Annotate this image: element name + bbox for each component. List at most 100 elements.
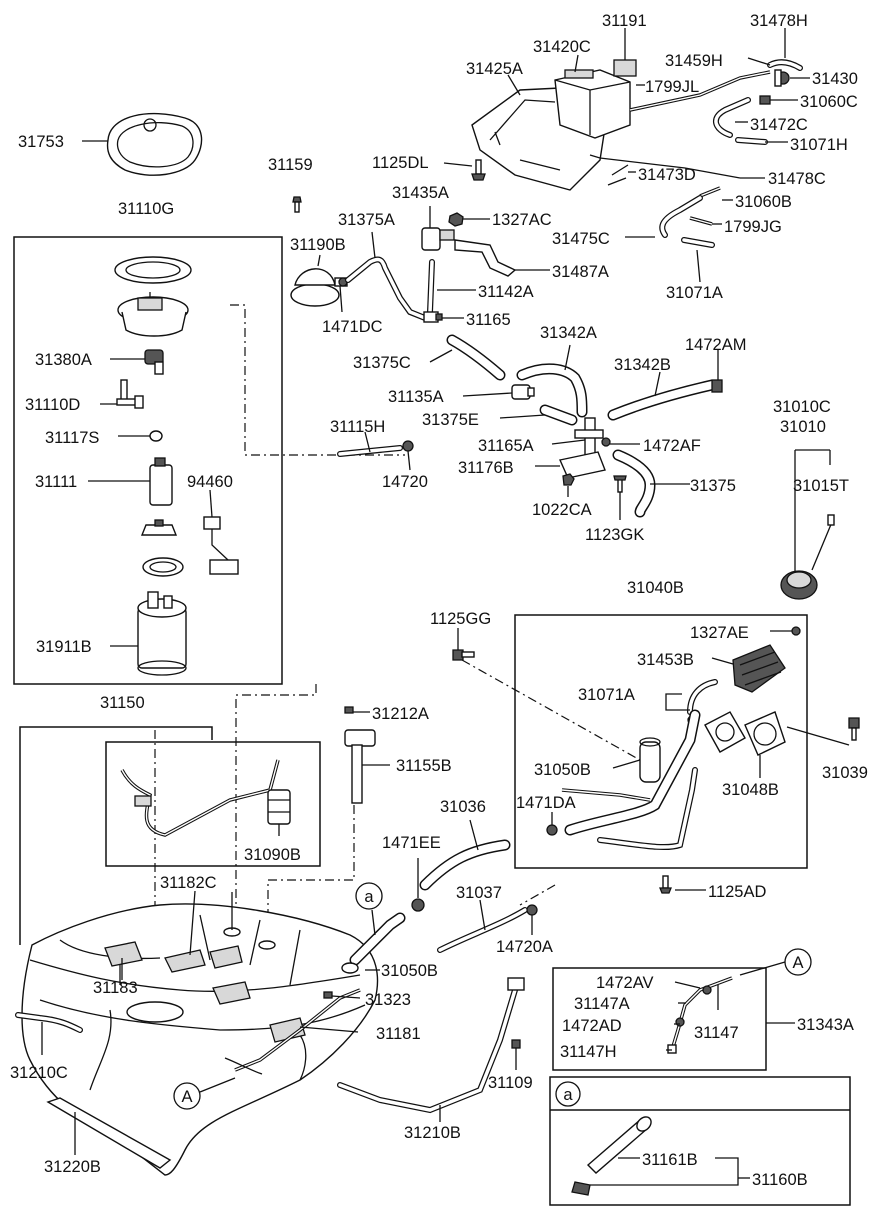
pump-box-to-tank-dashed-line (235, 684, 317, 925)
hose-31142A (427, 259, 476, 315)
part-label: 31147A (574, 995, 630, 1013)
leader-31182C (189, 890, 196, 956)
line-clip (134, 795, 152, 807)
part-label: 31040B (627, 579, 684, 597)
bracket-31176B (535, 451, 606, 479)
filter-31135A (462, 384, 535, 400)
part-label: 31147H (560, 1043, 617, 1061)
part-label: 31191 (602, 12, 647, 30)
part-label: 31459H (665, 52, 723, 70)
filler-hose-group (341, 819, 538, 974)
part-label: 31453B (637, 651, 694, 669)
filler-cap-31050B (612, 737, 661, 783)
fuel-filter-31911B (110, 591, 187, 676)
bolt-to-filler-dashed-line (461, 659, 641, 761)
hose-31342A (516, 344, 588, 418)
part-label: 31420C (533, 38, 591, 56)
ref-marker-A-tank: A (173, 1077, 236, 1110)
fitting-31060C (759, 95, 798, 105)
charcoal-canister (554, 69, 631, 139)
part-label: 31048B (722, 781, 779, 799)
nut-1022CA (562, 473, 575, 497)
leader-31181 (299, 1026, 359, 1033)
hose-31071A-mid (665, 679, 718, 725)
pump-lock-ring (114, 256, 192, 284)
fuel-level-sender (203, 489, 239, 575)
part-label: 31110D (25, 396, 80, 414)
filler-neck-group (452, 626, 860, 894)
part-label: 1125DL (372, 154, 429, 172)
ref-marker-a-box: a (555, 1081, 581, 1107)
tank-strap-31210C (15, 1012, 83, 1055)
part-label: 31343A (797, 1016, 854, 1034)
part-label: 31160B (752, 1171, 808, 1189)
canister-filter-31191 (613, 28, 637, 77)
part-label: 31010C (773, 398, 831, 416)
svg-text:a: a (563, 1086, 573, 1104)
sender-31155B (344, 729, 390, 804)
part-label: 31142A (478, 283, 534, 301)
part-label: 31212A (372, 705, 429, 723)
part-label: 31375A (338, 211, 395, 229)
connector-31165 (423, 311, 464, 323)
fuel-line-subassembly-box (105, 741, 321, 867)
part-label: 31071H (790, 136, 848, 154)
bolt-1125AD (659, 875, 706, 894)
hose-31115H (337, 431, 403, 457)
hose-31472C (713, 97, 751, 138)
clamp-1472AD (675, 1017, 685, 1027)
part-label: 31050B (534, 761, 591, 779)
part-label: 31109 (488, 1074, 533, 1092)
clip-31323 (323, 991, 361, 999)
part-label: 31071A (666, 284, 723, 302)
part-label: 31342B (614, 356, 671, 374)
detail-a-box (549, 1076, 851, 1206)
part-label: 31161B (642, 1151, 698, 1169)
clamp-1472AF (601, 437, 640, 447)
part-label: 31181 (376, 1025, 421, 1043)
hose-31478H (767, 28, 803, 71)
part-label: 1327AE (690, 624, 749, 642)
ref-marker-a-upper: a (355, 882, 383, 910)
hose-31342B (607, 371, 718, 421)
detail-a-group (571, 1116, 750, 1196)
part-label: 1799JL (645, 78, 699, 96)
rollover-valve-31190B (290, 254, 348, 313)
fitting-31060B (699, 186, 733, 201)
canister-group (443, 28, 810, 283)
nut-1327AC (448, 212, 490, 227)
bracket-31487A (454, 239, 517, 277)
tank-pad (164, 949, 206, 973)
filler-housing-31453B (711, 644, 786, 693)
tether-31015T (811, 514, 835, 571)
clamp-1471DA (546, 812, 558, 836)
tank-pad (269, 1017, 306, 1043)
part-label: 31425A (466, 60, 523, 78)
tank-pad (104, 941, 143, 967)
part-label: 31183 (93, 979, 138, 997)
part-label: 31110G (118, 200, 174, 218)
part-label: 31323 (365, 991, 411, 1009)
screw-31212A (344, 706, 370, 714)
part-label: 31060C (800, 93, 858, 111)
pump-opening (126, 1001, 184, 1023)
ref-marker-A-right: A (784, 948, 812, 976)
assembly-boxes (13, 236, 851, 1206)
part-label: 31435A (392, 184, 449, 202)
part-label: 1471DC (322, 318, 383, 336)
part-label: 31210B (404, 1124, 461, 1142)
part-label: 31182C (160, 874, 217, 892)
valve-31435A (421, 206, 455, 251)
part-label: 1327AC (492, 211, 552, 229)
part-label: 31165 (466, 311, 511, 329)
part-label: 31050B (381, 962, 438, 980)
part-label: 31155B (396, 757, 452, 775)
part-label: 31015T (793, 477, 849, 495)
part-labels: 31753 31159 31110G 31380A 31110D 31117S … (10, 12, 868, 1189)
part-label: 31037 (456, 884, 502, 902)
part-label: 1799JG (724, 218, 782, 236)
pressure-regulator (110, 349, 164, 375)
part-label: 31487A (552, 263, 609, 281)
part-label: 31375 (690, 477, 736, 495)
part-label: 31159 (268, 156, 313, 174)
